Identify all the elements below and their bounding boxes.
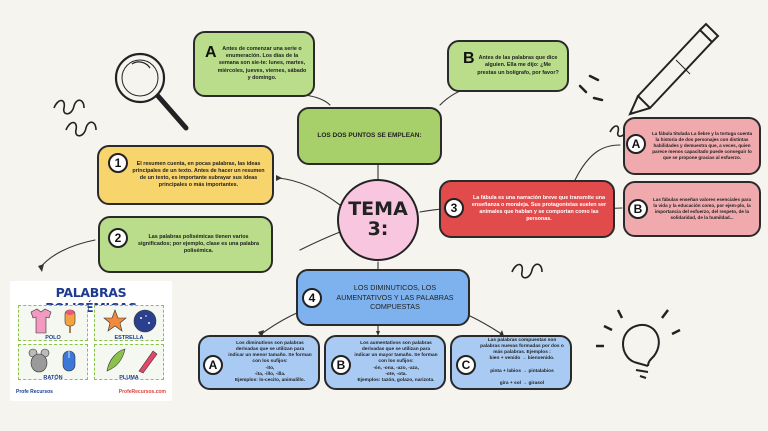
colon-node: LOS DOS PUNTOS SE EMPLEAN:: [297, 107, 442, 165]
fable-b-letter: B: [628, 199, 648, 219]
center-topic: TEMA 3:: [337, 179, 419, 261]
node-diminutives-text: LOS DIMINUTICOS, LOS AUMENTATIVOS Y LAS …: [336, 283, 454, 312]
fable-a-text: La fábula titulada La liebre y la tortug…: [651, 131, 753, 160]
node-polysemic-text: Las palabras polisémicas tienen varios s…: [137, 233, 260, 254]
diminutive-a-text: Los diminutivos son palabras derivadas q…: [228, 340, 312, 384]
colon-use-a-letter: A: [205, 44, 217, 61]
card-label-polo: POLO: [45, 335, 61, 341]
center-topic-line1: TEMA: [348, 198, 408, 221]
card-cell-pluma: [94, 344, 164, 380]
node-summary-number: 1: [108, 153, 128, 173]
diminutive-a-letter: A: [203, 355, 223, 375]
mouse-icon: [28, 348, 76, 373]
feather-icon: [106, 348, 158, 374]
center-topic-line2: 3:: [367, 218, 389, 240]
card-label-raton: RATÓN: [43, 375, 63, 381]
node-diminutives-number: 4: [302, 288, 322, 308]
colon-use-a-box: Antes de comenzar una serie o enumeració…: [193, 31, 315, 97]
node-summary: El resumen cuenta, en pocas palabras, la…: [97, 145, 274, 205]
node-summary-text: El resumen cuenta, en pocas palabras, la…: [132, 160, 265, 189]
lightbulb-icon: [596, 309, 681, 379]
node-polysemic: Las palabras polisémicas tienen varios s…: [98, 216, 273, 273]
colon-use-a-text: Antes de comenzar una serie o enumeració…: [217, 46, 307, 81]
card-cell-estrella: [94, 305, 164, 341]
compound-c-letter: C: [456, 355, 476, 375]
card-label-estrella: ESTRELLA: [114, 335, 144, 341]
compound-c-text: Las palabras compuestas son palabras nue…: [480, 337, 564, 387]
star-icon: [103, 309, 157, 333]
card-cell-polo: [18, 305, 88, 341]
magnifier-icon: [114, 52, 189, 131]
node-fable-number: 3: [444, 198, 464, 218]
colon-node-text: LOS DOS PUNTOS SE EMPLEAN:: [317, 131, 422, 139]
card-footer-right: ProfeRecursos.com: [118, 389, 166, 395]
node-polysemic-number: 2: [108, 228, 128, 248]
node-fable: La fábula es una narración breve que tra…: [439, 180, 615, 238]
card-cell-raton: [18, 344, 88, 380]
colon-use-b-box: Antes de las palabras que dice alguien. …: [447, 40, 569, 92]
node-diminutives: LOS DIMINUTICOS, LOS AUMENTATIVOS Y LAS …: [296, 269, 470, 326]
augmentative-b-letter: B: [331, 355, 351, 375]
card-footer-left: Profe Recursos: [16, 389, 53, 395]
card-label-pluma: PLUMA: [119, 375, 139, 381]
shirt-icon: [30, 308, 76, 334]
fable-b-text: Las fábulas enseñan valores esenciales p…: [652, 197, 752, 220]
polysemic-card: PALABRAS POLISÉMICAS POLO ESTRELLA RATÓN: [10, 281, 172, 401]
colon-use-b-text: Antes de las palabras que dice alguien. …: [477, 55, 559, 76]
pencil-icon: [628, 22, 720, 116]
sparkle-decor: [578, 74, 604, 102]
augmentative-b-text: Los aumentativos son palabras derivadas …: [354, 340, 438, 384]
colon-use-b-letter: B: [463, 50, 475, 67]
fable-a-box: La fábula titulada La liebre y la tortug…: [623, 117, 761, 175]
fable-a-letter: A: [626, 134, 646, 154]
node-fable-text: La fábula es una narración breve que tra…: [471, 194, 607, 223]
